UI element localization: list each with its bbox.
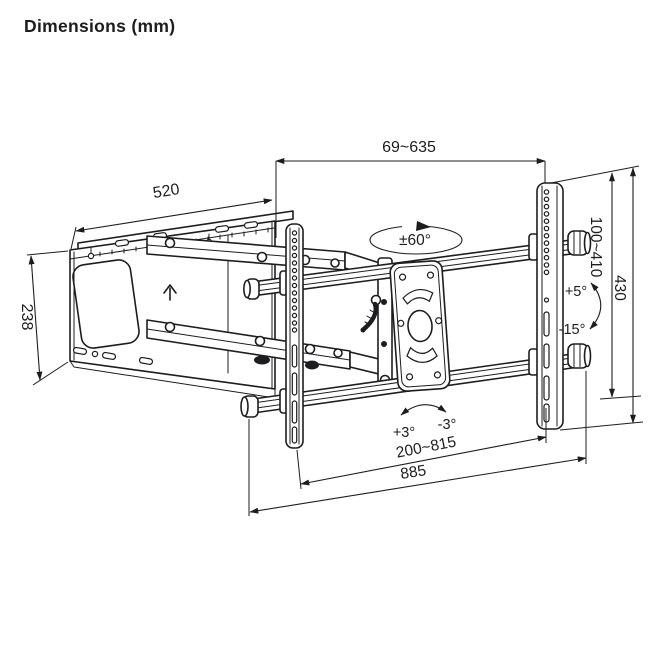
label-level-right: -3°: [438, 417, 457, 433]
label-arm-extension: 69~635: [382, 139, 436, 156]
tension-lever: [360, 294, 382, 333]
label-plate-width: 520: [152, 181, 181, 202]
dim-line-plate-height: [28, 255, 43, 381]
label-bracket-slide-range: 100~410: [587, 217, 604, 278]
dim-line-plate-width: [75, 198, 273, 233]
label-level-left: +3°: [393, 425, 415, 441]
vesa-center-hole: [407, 309, 433, 343]
arm-foot-pad: [254, 355, 270, 365]
pivot-bolt: [256, 251, 268, 263]
pivot-bolt: [304, 343, 316, 355]
left-tv-bracket: [279, 223, 304, 449]
label-swivel: ±60°: [399, 232, 431, 249]
wall-plate-cutout: [72, 259, 140, 349]
right-tv-bracket: [528, 182, 564, 430]
vesa-curved-slot-top: [402, 288, 434, 305]
swivel-arrow: [369, 221, 463, 255]
label-rail-length: 885: [399, 462, 427, 483]
label-tilt-down: -15°: [559, 322, 586, 338]
pivot-bolt: [254, 335, 266, 347]
label-plate-height: 238: [18, 304, 35, 331]
pivot-bolt: [330, 258, 340, 268]
keyhole-hook: [87, 252, 95, 260]
arm-foot-pad: [305, 360, 319, 370]
dim-line-rail-length: [249, 456, 587, 514]
label-bracket-height: 430: [611, 275, 628, 301]
vesa-curved-slot-bottom: [406, 346, 438, 364]
label-tilt-up: +5°: [565, 284, 587, 300]
tilt-arrow: [589, 282, 602, 330]
up-arrow-icon: [163, 284, 177, 301]
pivot-bolt: [164, 237, 176, 249]
level-arrow: [400, 404, 447, 416]
page-title: Dimensions (mm): [24, 16, 176, 36]
dimension-annotations: 69~635 520 238 ±60° 100~410 430 +5° -15°…: [18, 139, 644, 516]
pivot-bolt: [164, 321, 176, 333]
vesa-plate: [389, 260, 451, 392]
pivot-bolt: [333, 348, 343, 358]
